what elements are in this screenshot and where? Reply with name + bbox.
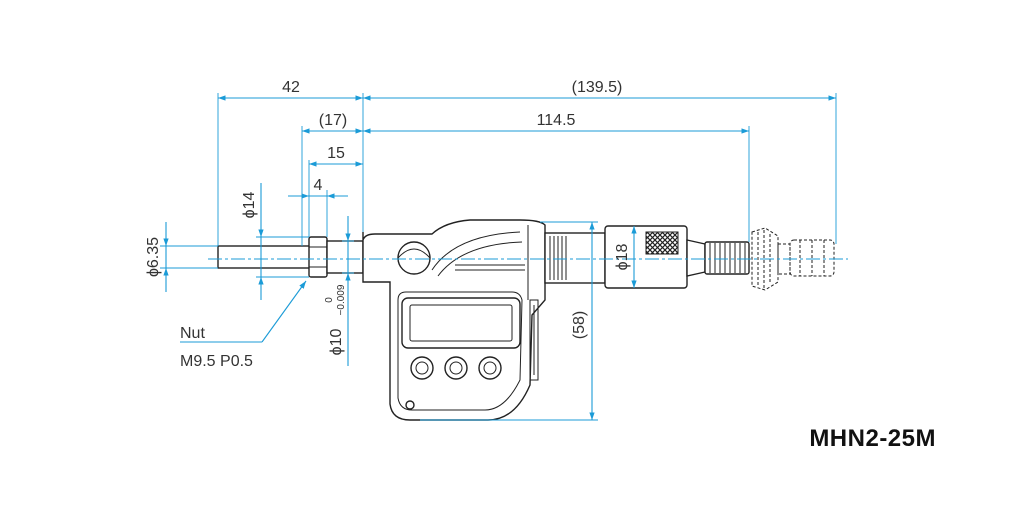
- dimension-dia-6-35: ϕ6.35: [145, 222, 218, 292]
- dimension-4: 4: [288, 177, 348, 237]
- clamp-ring: [397, 241, 431, 275]
- dimension-114-5: 114.5: [363, 112, 750, 242]
- dim-dia-14-label: ϕ14: [241, 192, 258, 219]
- thimble-knurl: [645, 231, 679, 255]
- nut-callout-spec: M9.5 P0.5: [180, 353, 253, 370]
- spindle: [217, 245, 311, 269]
- dimension-42: 42: [217, 79, 364, 246]
- dim-139-5-label: (139.5): [572, 79, 623, 96]
- dim-dia-6-35-label: ϕ6.35: [145, 237, 162, 277]
- dimension-dia-14: ϕ14: [241, 183, 309, 300]
- micrometer-body: [208, 219, 848, 421]
- dim-17-label: (17): [319, 112, 347, 129]
- dimension-dia-10: ϕ10 0 −0.009: [324, 216, 354, 366]
- control-buttons: [410, 356, 502, 380]
- nut-callout-name: Nut: [180, 325, 205, 342]
- dimension-dia-18: ϕ18: [614, 226, 637, 288]
- ratchet-knob: [704, 241, 750, 275]
- screw: [405, 400, 415, 410]
- button-3: [478, 356, 502, 380]
- lcd-display: [401, 297, 521, 349]
- sleeve: [544, 232, 606, 284]
- dim-15-label: 15: [327, 145, 345, 162]
- dimension-139-5: (139.5): [363, 79, 837, 244]
- dimension-17: (17): [301, 112, 363, 246]
- stem: [326, 240, 364, 274]
- dim-4-label: 4: [314, 177, 323, 194]
- dim-dia-10-tol-upper: 0: [324, 297, 335, 303]
- dim-114-5-label: 114.5: [537, 112, 576, 129]
- dim-dia-18-label: ϕ18: [614, 244, 631, 271]
- button-2: [444, 356, 468, 380]
- ratchet-neck: [686, 239, 706, 277]
- dim-42-label: 42: [282, 79, 300, 96]
- dimension-58: (58): [420, 221, 598, 421]
- model-label: MHN2-25M: [809, 425, 936, 452]
- nut-callout: Nut M9.5 P0.5: [180, 280, 307, 370]
- dimension-15: 15: [308, 145, 363, 237]
- dim-58-label: (58): [571, 311, 588, 339]
- nut: [308, 236, 328, 278]
- button-1: [410, 356, 434, 380]
- dim-dia-10-label: ϕ10: [328, 329, 345, 356]
- dim-dia-10-tol-lower: −0.009: [336, 284, 347, 315]
